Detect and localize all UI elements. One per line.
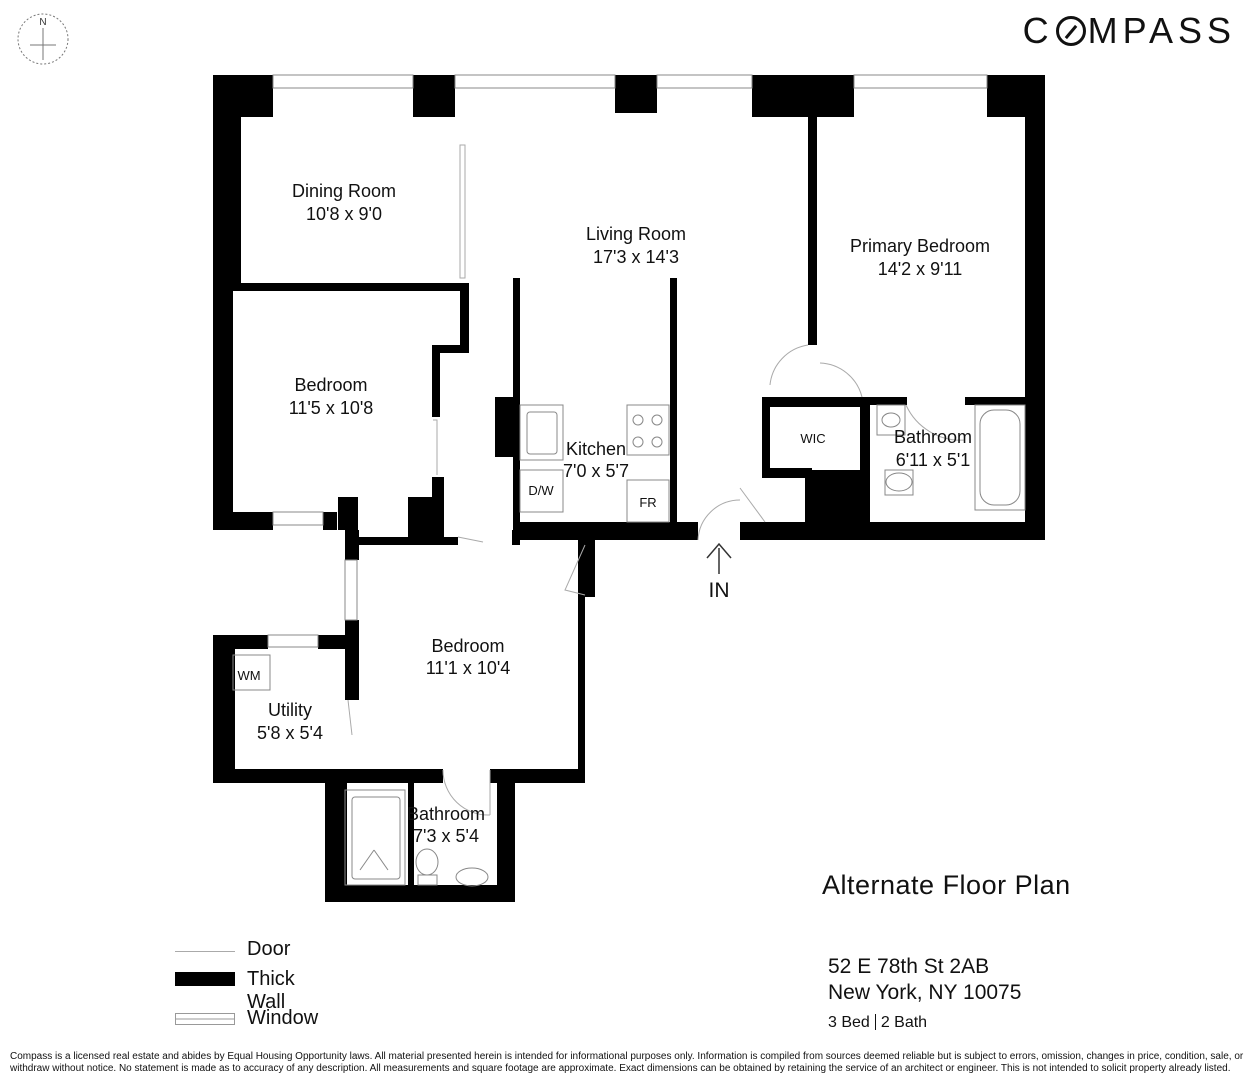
- logo-o-mark: [1055, 16, 1086, 46]
- primary-bedroom-dims: 14'2 x 9'11: [878, 259, 963, 279]
- kitchen-dims: 7'0 x 5'7: [563, 461, 629, 481]
- dining-room-dims: 10'8 x 9'0: [306, 204, 382, 224]
- fridge-label: FR: [639, 495, 656, 510]
- kitchen-name: Kitchen: [566, 439, 626, 459]
- bedroom-2-name: Bedroom: [431, 636, 504, 656]
- primary-bathroom-dims: 6'11 x 5'1: [896, 450, 971, 470]
- bedroom-1-name: Bedroom: [294, 375, 367, 395]
- north-label: N: [39, 17, 46, 28]
- entrance-arrow-icon: [706, 542, 732, 574]
- windows: [267, 74, 988, 648]
- legal-disclaimer: Compass is a licensed real estate and ab…: [10, 1051, 1244, 1074]
- baths-count: 2 Bath: [880, 1014, 928, 1031]
- window-symbol-icon: [175, 1013, 235, 1025]
- bedroom-1-dims: 11'5 x 10'8: [289, 398, 374, 418]
- utility-dims: 5'8 x 5'4: [257, 723, 323, 743]
- fixtures: [232, 404, 1026, 887]
- bathroom-2-name: Bathroom: [407, 804, 485, 824]
- thick-wall-symbol-icon: [175, 972, 235, 986]
- legend-thick-wall-label: Thick Wall: [247, 968, 295, 1013]
- living-room-name: Living Room: [586, 224, 686, 244]
- entrance-label: IN: [709, 579, 730, 602]
- thick-walls: [213, 75, 1045, 902]
- living-room-dims: 17'3 x 14'3: [593, 247, 679, 267]
- legend-door-label: Door: [247, 938, 291, 960]
- beds-count: 3 Bed: [828, 1014, 870, 1031]
- dishwasher-label: D/W: [528, 483, 554, 498]
- bed-bath-summary: 3 Bed 2 Bath: [828, 1014, 927, 1032]
- bathroom-2-dims: 7'3 x 5'4: [413, 826, 479, 846]
- primary-bathroom-name: Bathroom: [894, 427, 972, 447]
- bedroom-2-dims: 11'1 x 10'4: [426, 658, 511, 678]
- doors: [347, 144, 966, 816]
- utility-name: Utility: [268, 700, 312, 720]
- summary-separator: [874, 1014, 876, 1030]
- door-symbol-icon: [175, 951, 235, 952]
- wic-label: WIC: [800, 431, 825, 446]
- plan-title: Alternate Floor Plan: [822, 870, 1071, 900]
- dining-room-name: Dining Room: [292, 181, 396, 201]
- address-line-1: 52 E 78th St 2AB: [828, 955, 990, 978]
- address-line-2: New York, NY 10075: [828, 981, 1022, 1004]
- washing-machine-label: WM: [237, 668, 260, 683]
- legend-window-label: Window: [247, 1007, 319, 1029]
- north-compass-icon: N: [17, 13, 69, 65]
- primary-bedroom-name: Primary Bedroom: [850, 236, 990, 256]
